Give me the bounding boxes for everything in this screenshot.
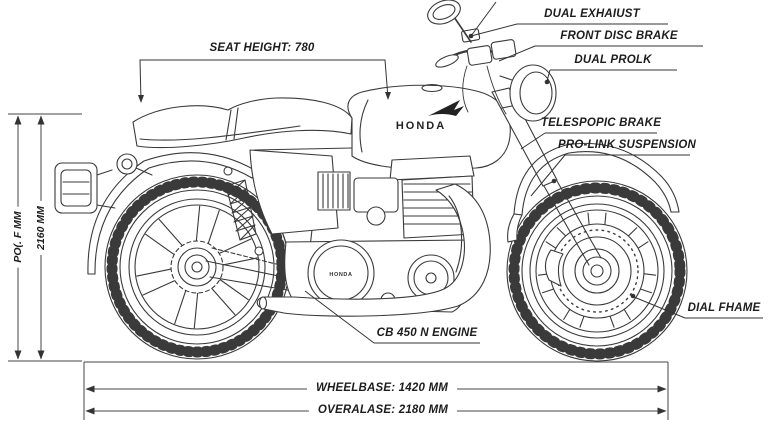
front-brake-disc [549,223,645,319]
leader-cb-engine [304,290,480,344]
rear-turn-signal [116,153,153,176]
grip [435,54,459,68]
leader-front-disc-brake [498,45,703,62]
callout-cb-engine: CB 450 N ENGINE [376,327,478,339]
brake-caliper [544,249,564,287]
callout-telescopic-brake: TELESPOPIC BRAKE [540,117,662,129]
callout-seat-height: SEAT HEIGHT: 780 [209,42,315,54]
leader-seat-height [139,59,389,102]
mirror [427,0,472,43]
callout-dual-prolk: DUAL PROLK [574,54,652,66]
seat [132,97,353,149]
shock-absorber [223,166,264,256]
headlight [499,64,557,122]
tank-logo-text: HONDA [396,120,446,132]
side-cover [249,149,351,235]
leader-dual-exhaust [470,1,668,37]
callout-front-disc-brake: FRONT DISC BRAKE [560,30,678,42]
tail-light [54,162,116,214]
fuel-tank: HONDA [347,83,511,170]
exhaust-pipe [256,183,491,317]
engine-logo-text: HONDA [329,272,352,278]
leader-dual-prolk [546,69,677,82]
leader-pro-link [530,154,690,197]
honda-wing-icon [428,100,464,116]
callout-pro-link: PRO-LINK SUSPENSION [558,139,696,151]
front-wheel [506,180,688,362]
leader-dial-fhame [633,296,763,319]
extension-lines [83,362,669,420]
rear-wheel [104,174,290,360]
wheelbase-dimension-label: WHEELBASE: 1420 MM [306,382,458,394]
front-fork [491,87,602,266]
handlebar [435,28,517,115]
leader-telescopic-brake [520,132,657,150]
instrument-cluster [466,45,493,66]
callout-dial-fhame: DIAL FHAME [687,302,761,314]
height-inner-dimension-label: 2160 MM [35,201,47,255]
callout-leaders [138,1,763,344]
overall-length-dimension-label: OVERALASE: 2180 MM [308,404,458,416]
callout-dual-exhaust: DUAL EXHAIUST [544,8,640,20]
height-reference-lines [8,113,82,362]
front-fender [507,142,680,243]
height-outer-dimension-label: PO(. F MM [12,206,24,268]
